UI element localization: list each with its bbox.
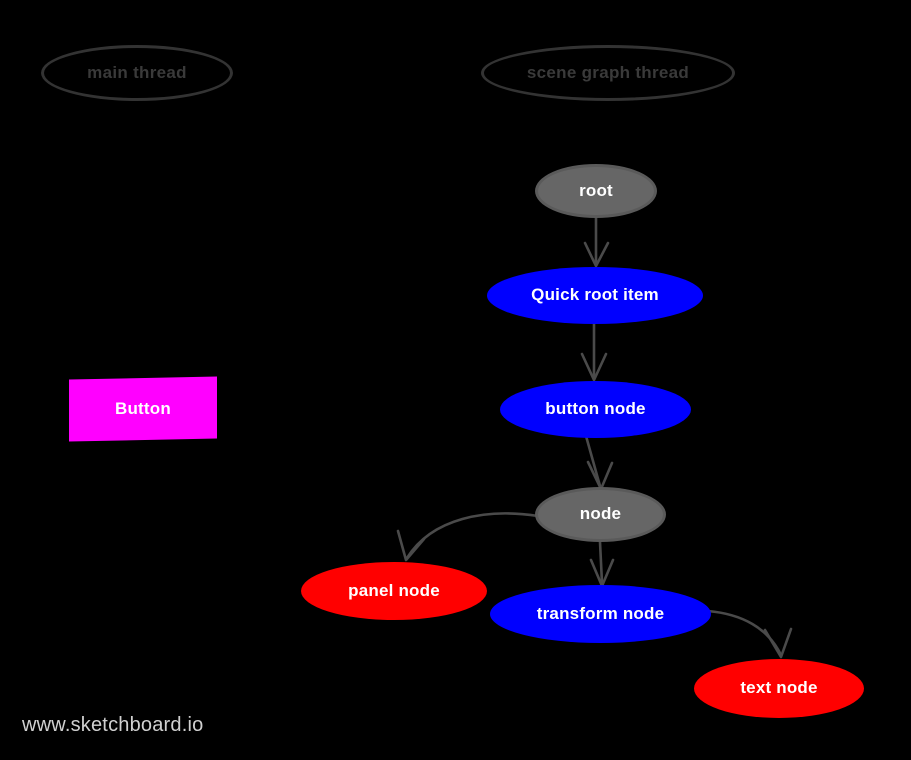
watermark: www.sketchboard.io — [22, 714, 204, 736]
edge-node-to-transform-node — [589, 540, 615, 588]
node-transform-node-label: transform node — [536, 603, 665, 623]
edge-quick-root-item-to-button-node — [580, 320, 608, 382]
swimlane-main-thread[interactable]: main thread — [41, 45, 233, 101]
node-root-label: root — [579, 180, 613, 200]
node-panel-node-label: panel node — [348, 580, 440, 600]
node-node-label: node — [579, 504, 622, 524]
node-panel-node[interactable]: panel node — [301, 562, 487, 620]
edge-transform-node-to-text-node — [706, 609, 793, 659]
node-node[interactable]: node — [535, 487, 666, 542]
node-text-node-label: text node — [740, 678, 818, 698]
node-quick-root-item[interactable]: Quick root item — [487, 267, 703, 324]
node-button[interactable]: Button — [69, 376, 217, 442]
node-button-node-label: button node — [545, 399, 646, 419]
node-transform-node[interactable]: transform node — [490, 585, 711, 643]
edge-button-node-to-node — [584, 434, 614, 491]
swimlane-main-thread-label: main thread — [87, 63, 187, 82]
node-button-node[interactable]: button node — [500, 381, 691, 438]
swimlane-scene-graph-thread[interactable]: scene graph thread — [481, 45, 735, 101]
node-button-label: Button — [115, 398, 171, 418]
edge-node-to-panel-node — [396, 512, 540, 562]
edge-root-to-quick-root-item — [583, 216, 610, 268]
swimlane-scene-graph-thread-label: scene graph thread — [526, 63, 690, 82]
node-root[interactable]: root — [535, 164, 657, 218]
node-quick-root-item-label: Quick root item — [531, 285, 659, 305]
node-text-node[interactable]: text node — [694, 659, 864, 718]
